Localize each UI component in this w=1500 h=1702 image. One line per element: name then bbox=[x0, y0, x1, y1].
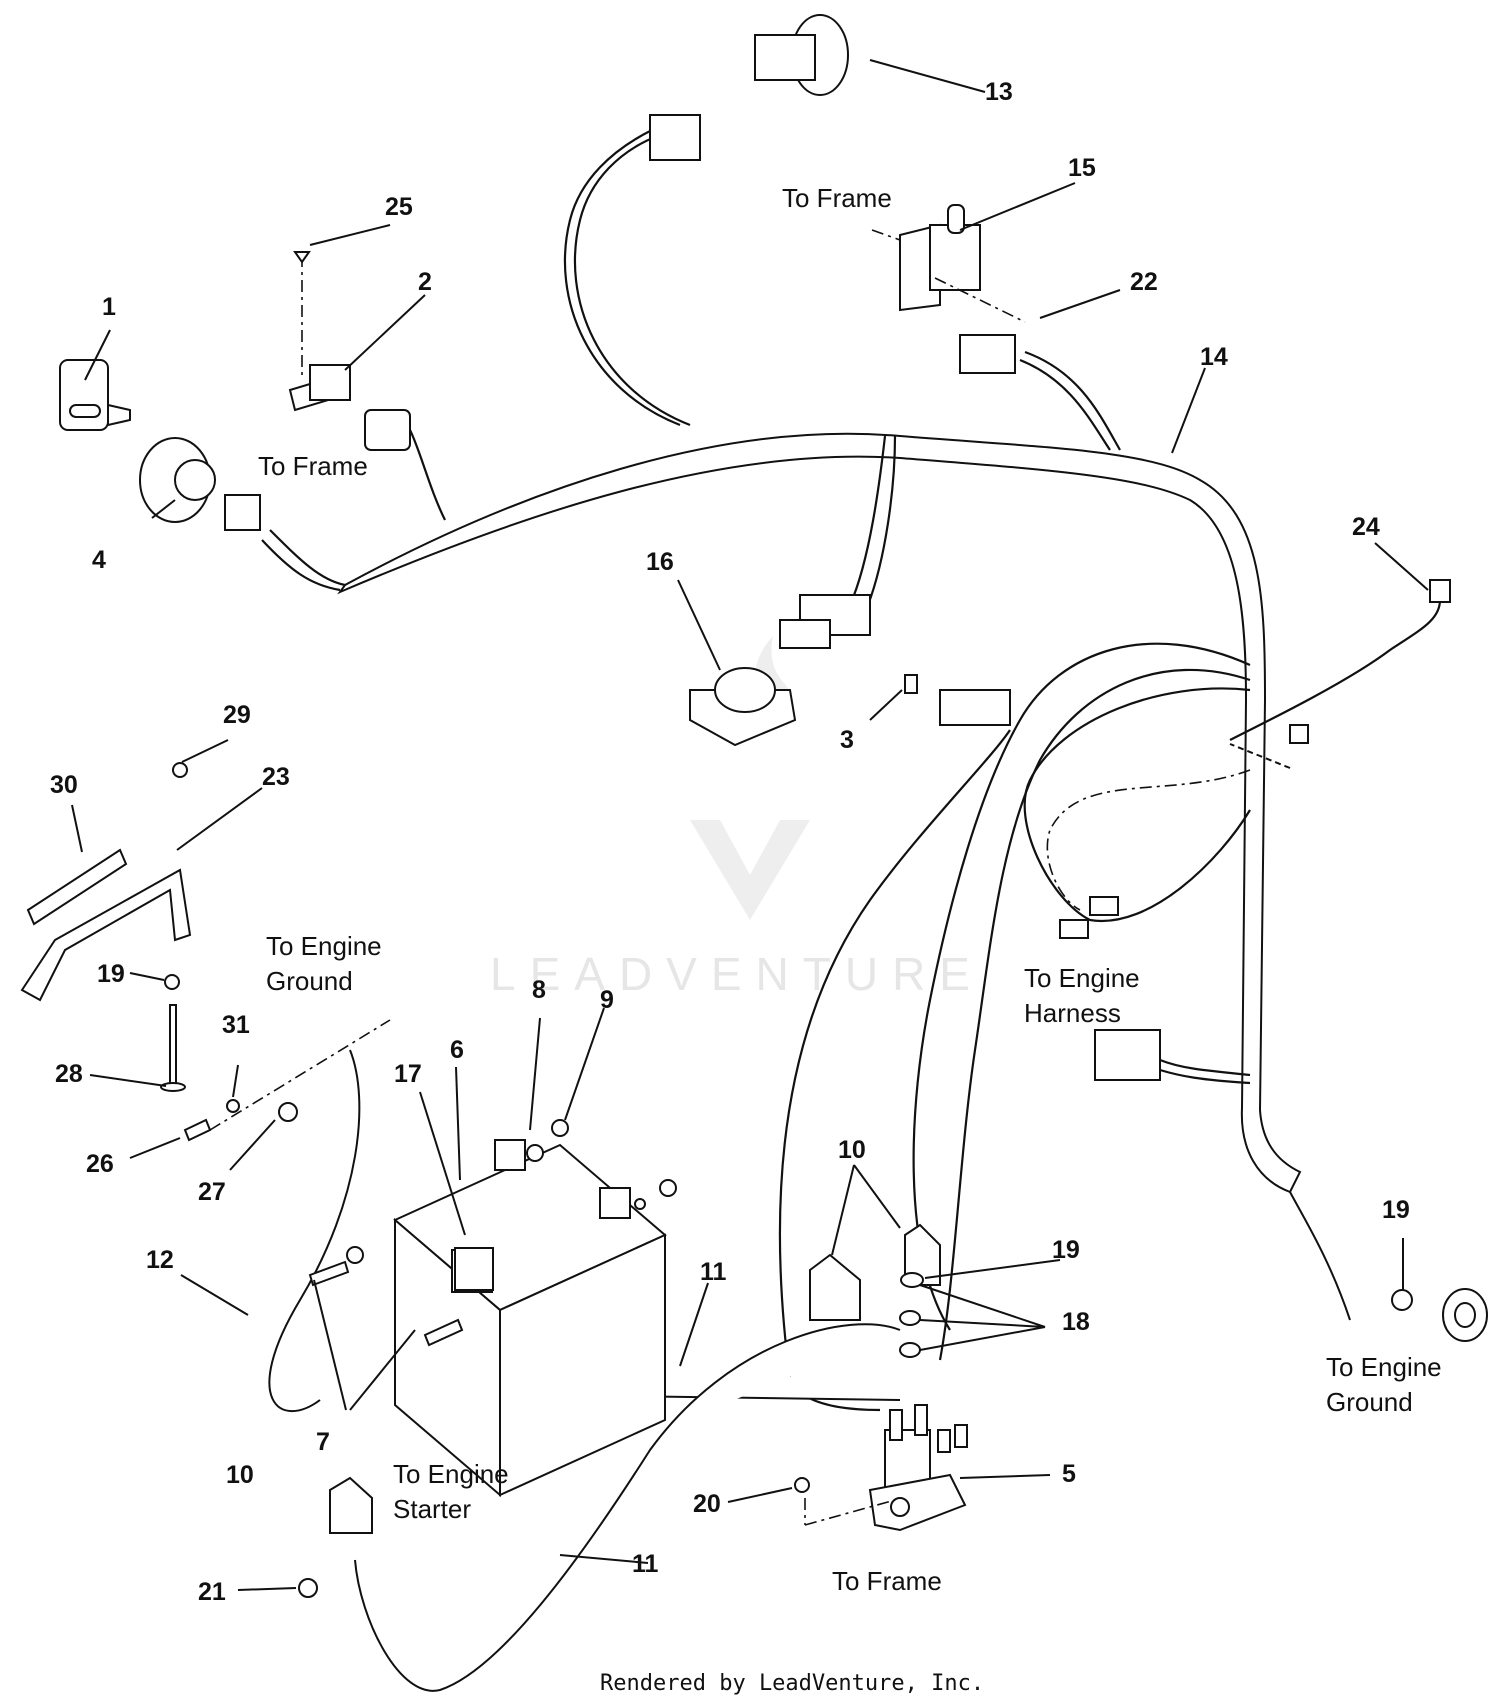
callout-8: 8 bbox=[532, 976, 546, 1004]
callout-10-lower: 10 bbox=[226, 1461, 254, 1489]
callout-numbers: 1 2 3 4 5 6 7 8 9 10 10 11 11 12 13 14 1… bbox=[50, 78, 1410, 1606]
label-engine-starter-1: To Engine bbox=[393, 1459, 509, 1489]
callout-7: 7 bbox=[316, 1428, 330, 1456]
callout-6: 6 bbox=[450, 1036, 464, 1064]
label-to-frame-solenoid: To Frame bbox=[832, 1566, 942, 1596]
callout-19-solenoid: 19 bbox=[1052, 1236, 1080, 1264]
label-engine-harness-2: Harness bbox=[1024, 998, 1121, 1028]
main-wire-harness bbox=[337, 432, 1351, 1321]
callout-30: 30 bbox=[50, 771, 78, 799]
callout-22: 22 bbox=[1130, 268, 1158, 296]
callout-17: 17 bbox=[394, 1060, 422, 1088]
callout-11-lower: 11 bbox=[632, 1550, 659, 1578]
callout-9: 9 bbox=[600, 986, 614, 1014]
label-engine-ground-right-1: To Engine bbox=[1326, 1352, 1442, 1382]
callout-31: 31 bbox=[222, 1011, 250, 1039]
callout-leaders bbox=[71, 59, 1429, 1591]
battery bbox=[393, 1119, 677, 1498]
footer-credit: Rendered by LeadVenture, Inc. bbox=[600, 1671, 984, 1696]
label-engine-ground-right-2: Ground bbox=[1326, 1387, 1413, 1417]
label-engine-ground-left-2: Ground bbox=[266, 966, 353, 996]
callout-1: 1 bbox=[102, 293, 116, 321]
callout-24: 24 bbox=[1352, 513, 1380, 541]
callout-5: 5 bbox=[1062, 1460, 1076, 1488]
callout-15: 15 bbox=[1068, 154, 1096, 182]
callout-11-upper: 11 bbox=[700, 1258, 727, 1286]
watermark: LEADVENTURE bbox=[490, 636, 984, 1000]
callout-16: 16 bbox=[646, 548, 674, 576]
callout-4: 4 bbox=[92, 546, 106, 574]
label-engine-ground-left-1: To Engine bbox=[266, 931, 382, 961]
callout-19-right: 19 bbox=[1382, 1196, 1410, 1224]
label-engine-starter-2: Starter bbox=[393, 1494, 471, 1524]
callout-13: 13 bbox=[985, 78, 1013, 106]
callout-25: 25 bbox=[385, 193, 413, 221]
callout-20: 20 bbox=[693, 1490, 721, 1518]
label-to-frame-top: To Frame bbox=[782, 183, 892, 213]
callout-2: 2 bbox=[418, 268, 432, 296]
callout-10-upper: 10 bbox=[838, 1136, 866, 1164]
diagram-labels: To Frame To Frame To Frame To Engine Gro… bbox=[258, 183, 1442, 1596]
starter-solenoid bbox=[868, 1404, 968, 1532]
harness-wires bbox=[261, 129, 1442, 1412]
callout-29: 29 bbox=[223, 701, 251, 729]
components bbox=[20, 14, 1488, 1598]
callout-21: 21 bbox=[198, 1578, 226, 1606]
label-engine-harness-1: To Engine bbox=[1024, 963, 1140, 993]
callout-18: 18 bbox=[1062, 1308, 1090, 1336]
callout-12: 12 bbox=[146, 1246, 174, 1274]
callout-26: 26 bbox=[86, 1150, 114, 1178]
callout-28: 28 bbox=[55, 1060, 83, 1088]
callout-27: 27 bbox=[198, 1178, 226, 1206]
callout-19-left: 19 bbox=[97, 960, 125, 988]
label-to-frame-relay: To Frame bbox=[258, 451, 368, 481]
callout-14: 14 bbox=[1200, 343, 1228, 371]
callout-3: 3 bbox=[840, 726, 854, 754]
callout-23: 23 bbox=[262, 763, 290, 791]
watermark-text: LEADVENTURE bbox=[490, 948, 984, 1000]
